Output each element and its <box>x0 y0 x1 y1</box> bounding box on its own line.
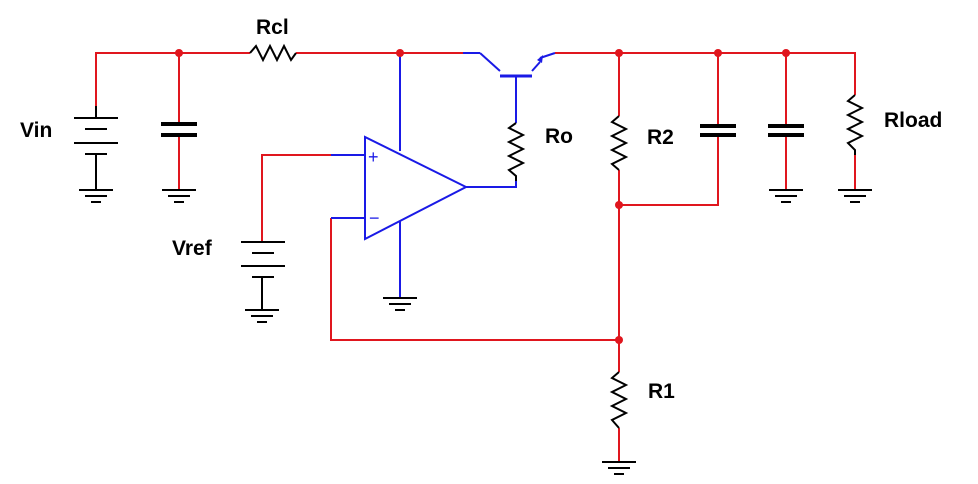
label-vref: Vref <box>172 237 213 260</box>
wire-output-rail <box>555 52 856 95</box>
resistor-icon-r2 <box>609 115 629 171</box>
device-wires <box>331 52 556 298</box>
resistor-icon-rcl <box>249 43 297 63</box>
net-wires <box>95 52 856 462</box>
label-ro: Ro <box>545 125 573 148</box>
op-amp-icon <box>364 135 469 241</box>
junction-dot <box>782 49 790 57</box>
wire-r2-bottom <box>618 136 719 206</box>
ground-icon-vref <box>245 309 279 323</box>
junction-dot <box>615 49 623 57</box>
label-rcl: Rcl <box>256 16 289 39</box>
ground-icon-cin <box>162 189 196 203</box>
ground-icon-opamp <box>383 297 417 311</box>
ground-icon-c3 <box>769 189 803 203</box>
ground-icon-rload <box>838 189 872 203</box>
capacitor-icon-cin <box>161 122 197 137</box>
opamp-minus-symbol: − <box>369 208 380 228</box>
label-rload: Rload <box>884 109 942 132</box>
junctions <box>175 49 790 344</box>
junction-dot <box>714 49 722 57</box>
wire-opamp-output <box>466 181 517 188</box>
label-r2: R2 <box>647 126 674 149</box>
battery-icon-vref <box>241 241 285 310</box>
junction-dot <box>396 49 404 57</box>
junction-dot <box>175 49 183 57</box>
wire-feedback <box>330 218 619 341</box>
label-r1: R1 <box>648 380 675 403</box>
resistor-icon-r1 <box>609 371 629 429</box>
battery-icon-vin <box>74 106 118 190</box>
components <box>74 43 872 475</box>
ground-icon-r1 <box>602 461 636 475</box>
wire-vin-top <box>95 52 250 106</box>
junction-dot <box>615 336 623 344</box>
resistor-icon-rload <box>845 94 865 155</box>
resistor-icon-ro <box>506 122 526 181</box>
npn-transistor-icon <box>463 52 556 78</box>
capacitor-icon-c2 <box>700 124 736 137</box>
label-vin: Vin <box>20 119 52 142</box>
capacitor-icon-c3 <box>768 124 804 137</box>
ground-icon-vin <box>79 189 113 203</box>
opamp-plus-symbol: + <box>368 147 379 167</box>
junction-dot <box>615 201 623 209</box>
wire-vref-top <box>261 154 331 242</box>
